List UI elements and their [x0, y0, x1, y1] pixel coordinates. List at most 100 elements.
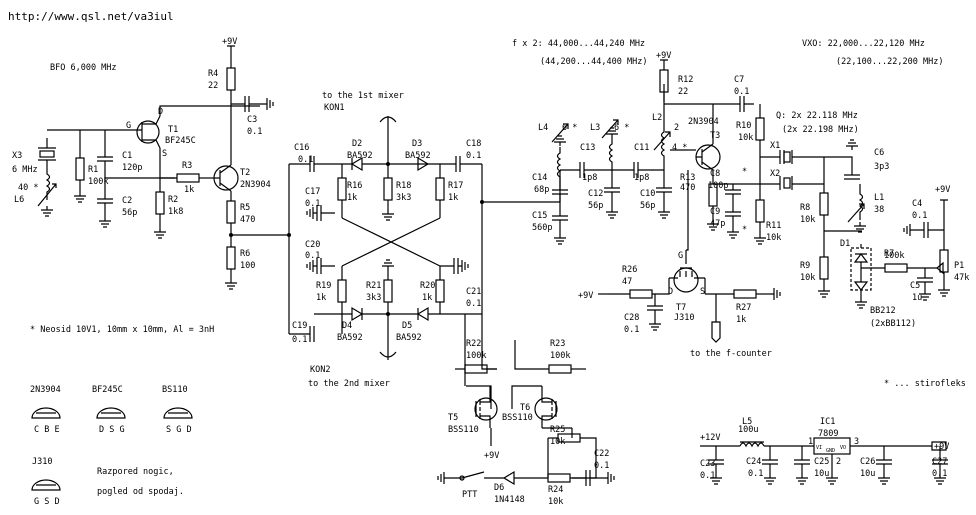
- label-r19v: 1k: [316, 293, 326, 303]
- label-r20: R20: [420, 281, 435, 291]
- label-r17: R17: [448, 181, 463, 191]
- transistor-t1-symbol: [105, 105, 260, 178]
- label-r13v: 470: [680, 183, 695, 193]
- label-r21: R21: [366, 281, 381, 291]
- package-name-j310: J310: [32, 457, 52, 467]
- label-c25: C25: [814, 457, 829, 467]
- label-l6: L6: [14, 195, 24, 205]
- stirofleks-note: * ... stirofleks: [884, 379, 966, 389]
- label-t7g: G: [678, 251, 683, 261]
- label-r11v: 10k: [766, 233, 781, 243]
- label-r26: R26: [622, 265, 637, 275]
- label-r5: R5: [240, 203, 250, 213]
- supply-9v-vxo: +9V: [935, 185, 950, 195]
- label-c19v: 0.1: [292, 335, 307, 345]
- label-c18v: 0.1: [466, 151, 481, 161]
- label-r8: R8: [800, 203, 810, 213]
- inductor-l6-symbol: [37, 166, 57, 217]
- label-c1: C1: [122, 151, 132, 161]
- label-l5: L5: [742, 417, 752, 427]
- label-l2: L2: [652, 113, 662, 123]
- label-r25v: 10k: [550, 437, 565, 447]
- label-r3v: 1k: [184, 185, 194, 195]
- label-c12v: 56p: [588, 201, 603, 211]
- resistor-r4-symbol: [226, 46, 274, 112]
- label-l6v: 40 *: [18, 183, 38, 193]
- label-r8v: 10k: [800, 215, 815, 225]
- label-c20v: 0.1: [305, 251, 320, 261]
- label-d1: D1: [840, 239, 850, 249]
- label-r22: R22: [466, 339, 481, 349]
- label-ic1v: 7809: [818, 429, 838, 439]
- kon2-label: KON2: [310, 365, 330, 375]
- label-r6: R6: [240, 249, 250, 259]
- label-d3: D3: [412, 139, 422, 149]
- label-c8s: *: [742, 167, 747, 177]
- label-c2v: 56p: [122, 208, 137, 218]
- supply-9v-out: +9V: [934, 442, 949, 452]
- fx2-alt: (44,200...44,400 MHz): [540, 57, 647, 67]
- pinout-note-2: pogled od spodaj.: [97, 487, 184, 497]
- label-c3v: 0.1: [247, 127, 262, 137]
- label-d6v: 1N4148: [494, 495, 525, 505]
- power-supply: [700, 437, 948, 485]
- label-c24v: 0.1: [748, 469, 763, 479]
- label-c5: C5: [910, 281, 920, 291]
- label-c19: C19: [292, 321, 307, 331]
- label-c27v: 0.1: [932, 469, 947, 479]
- label-t7s: S: [700, 287, 705, 297]
- label-l4: L4: [538, 123, 548, 133]
- label-x3: X3: [12, 151, 22, 161]
- label-t2: T2: [240, 168, 250, 178]
- label-t1s: S: [162, 149, 167, 159]
- label-c10v: 56p: [640, 201, 655, 211]
- label-r24: R24: [548, 485, 563, 495]
- label-t3: T3: [710, 131, 720, 141]
- label-t1: T1: [168, 125, 178, 135]
- label-l3: L3: [590, 123, 600, 133]
- label-r12v: 22: [678, 87, 688, 97]
- label-q: Q: 2x 22.118 MHz: [776, 111, 858, 121]
- label-c16v: 0.1: [298, 155, 313, 165]
- label-r1: R1: [88, 165, 98, 175]
- label-r23: R23: [550, 339, 565, 349]
- package-name-bs110: BS110: [162, 385, 188, 395]
- label-c21v: 0.1: [466, 299, 481, 309]
- package-name-2n3904: 2N3904: [30, 385, 61, 395]
- pinout-note-1: Razpored nogic,: [97, 467, 174, 477]
- kon1-label: KON1: [324, 103, 344, 113]
- label-c9v: 47p: [710, 219, 725, 229]
- label-c18: C18: [466, 139, 481, 149]
- label-d5v: BA592: [396, 333, 422, 343]
- label-c4v: 0.1: [912, 211, 927, 221]
- label-r18: R18: [396, 181, 411, 191]
- label-r7v: 100k: [884, 251, 904, 261]
- label-c2: C2: [122, 196, 132, 206]
- vxo-alt: (22,100...22,200 MHz): [836, 57, 943, 67]
- supply-9v-mult: +9V: [656, 51, 671, 61]
- label-r4v: 22: [208, 81, 218, 91]
- supply-9v-buffer: +9V: [578, 291, 593, 301]
- kon2-connector: [379, 314, 397, 360]
- bfo-oscillator: [37, 46, 289, 290]
- label-x2: X2: [770, 169, 780, 179]
- label-r4: R4: [208, 69, 218, 79]
- label-bb2: (2xBB112): [870, 319, 916, 329]
- label-c24: C24: [746, 457, 761, 467]
- label-r19: R19: [316, 281, 331, 291]
- label-c27: C27: [932, 457, 947, 467]
- package-name-bf245c: BF245C: [92, 385, 123, 395]
- label-r16: R16: [347, 181, 362, 191]
- label-l2a: 2: [674, 123, 679, 133]
- label-r10v: 10k: [738, 133, 753, 143]
- label-l3v: 6 *: [614, 123, 629, 133]
- label-l2b: 4 *: [672, 143, 687, 153]
- label-c25v: 10u: [814, 469, 829, 479]
- label-r16v: 1k: [347, 193, 357, 203]
- fcounter-destination: to the f-counter: [690, 349, 772, 359]
- label-r7: R7: [884, 249, 894, 259]
- label-c26: C26: [860, 457, 875, 467]
- label-d5: D5: [402, 321, 412, 331]
- kon1-destination: to the 1st mixer: [322, 91, 404, 101]
